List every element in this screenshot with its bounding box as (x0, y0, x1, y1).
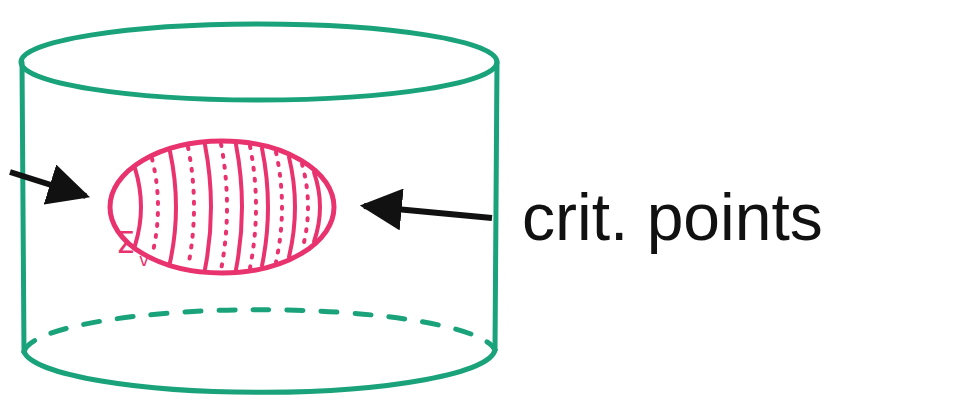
sphere-stripe-dotted (188, 147, 194, 267)
sphere-outline (110, 141, 334, 273)
sphere-stripe (262, 148, 268, 265)
cylinder-bottom-back (24, 310, 495, 352)
sphere (110, 141, 334, 273)
cylinder-side (495, 62, 497, 350)
sphere-stripe-dotted (276, 152, 282, 262)
sphere-stripe-dotted (302, 164, 308, 250)
cylinder-side (22, 62, 24, 352)
sphere-stripe (236, 145, 242, 270)
annotation-text: crit. points (522, 184, 823, 250)
surface-symbol: Σ (116, 228, 135, 258)
cylinder-top (21, 24, 497, 100)
surface-subscript: v (139, 252, 149, 269)
sphere-stripe-dotted (152, 158, 158, 255)
sphere-stripe (170, 152, 176, 263)
sphere-stripe-dotted (221, 144, 227, 270)
cylinder-bottom-front (24, 350, 495, 392)
sphere-stripe (314, 172, 320, 241)
sphere-stripe (289, 157, 295, 257)
leader-arrow (364, 206, 492, 218)
cylinder (21, 24, 497, 392)
sphere-stripe-dotted (250, 146, 256, 268)
leader-arrow (10, 172, 86, 196)
sphere-stripe (205, 145, 211, 269)
sphere-stripe (135, 168, 141, 245)
